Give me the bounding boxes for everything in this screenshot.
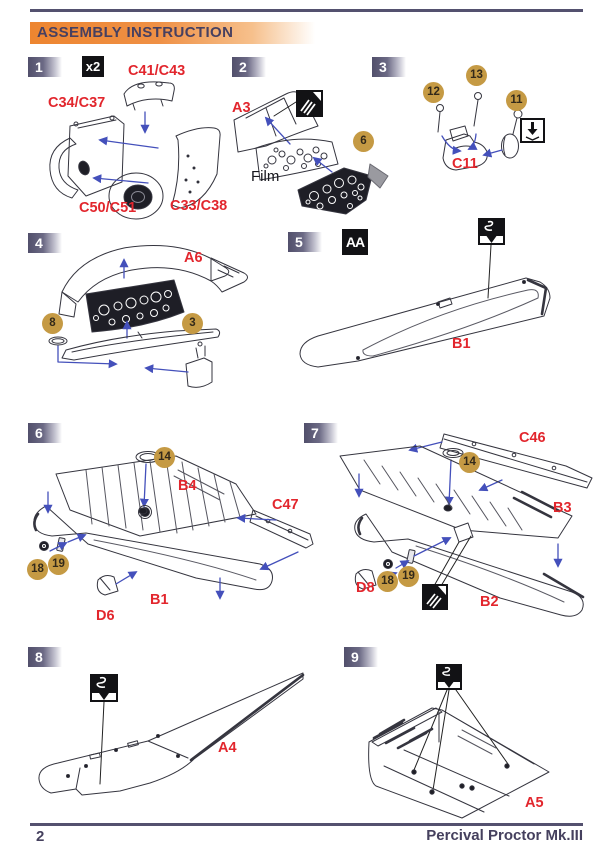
step-8-drawing xyxy=(38,672,305,796)
model-name: Percival Proctor Mk.III xyxy=(426,827,583,844)
part-c34-bulkhead xyxy=(49,115,125,199)
part-label-c34-c37: C34/C37 xyxy=(48,95,106,111)
part-label-a5: A5 xyxy=(525,795,544,811)
part-label-b1-step6: B1 xyxy=(150,592,169,608)
callout-11: 11 xyxy=(506,90,527,111)
step-7-badge: 7 xyxy=(304,423,338,443)
page-title: ASSEMBLY INSTRUCTION xyxy=(30,22,315,44)
page-number: 2 xyxy=(36,828,45,845)
callout-18-step7: 18 xyxy=(377,571,398,592)
part-label-c41-c43: C41/C43 xyxy=(128,63,186,79)
part-label-a4: A4 xyxy=(218,740,237,756)
control-pin-13 xyxy=(473,92,482,127)
step-2-badge: 2 xyxy=(232,57,266,77)
variant-marker-icon: AA xyxy=(342,229,368,255)
part-b1-wing-half xyxy=(299,277,551,368)
step-4-badge: 4 xyxy=(28,233,62,253)
bottom-rule xyxy=(30,823,583,826)
step-3-badge: 3 xyxy=(372,57,406,77)
part-label-a6: A6 xyxy=(184,250,203,266)
part-label-c46: C46 xyxy=(519,430,546,446)
part-b4-upper-wing xyxy=(55,455,257,537)
part-label-d6: D6 xyxy=(96,608,115,624)
step-1-drawing xyxy=(49,81,221,220)
part-c41-bracket xyxy=(123,81,175,111)
step-1-quantity: x2 xyxy=(82,56,104,77)
callout-12: 12 xyxy=(423,82,444,103)
part-label-b2: B2 xyxy=(480,594,499,610)
grommet-18 xyxy=(39,541,49,551)
step-2-drawing xyxy=(233,91,389,215)
part-b1-lower-wing xyxy=(33,505,273,591)
part-label-a3: A3 xyxy=(232,100,251,116)
fold-direction-arrow xyxy=(367,163,389,189)
step-4-drawing xyxy=(48,245,248,388)
step-5-drawing xyxy=(299,244,551,368)
callout-14-step6: 14 xyxy=(154,447,175,468)
part-label-b4: B4 xyxy=(178,478,197,494)
part-label-d8: D8 xyxy=(356,580,375,596)
part-c46-aileron xyxy=(439,433,593,489)
step-9-badge: 9 xyxy=(344,647,378,667)
part-b2-lower-wing xyxy=(354,513,585,617)
callout-19-step6: 19 xyxy=(48,554,69,575)
photo-etch-panel xyxy=(297,167,373,215)
grommet-18 xyxy=(383,559,393,569)
part-c50-cowl xyxy=(108,172,164,220)
step-1-badge: 1 xyxy=(28,57,62,77)
part-c33-panel xyxy=(171,127,221,209)
step-6-badge: 6 xyxy=(28,423,62,443)
putty-icon-step9 xyxy=(436,664,462,690)
callout-13: 13 xyxy=(466,65,487,86)
part-d8-wingtip xyxy=(354,569,377,590)
part-label-b3: B3 xyxy=(553,500,572,516)
glareshield xyxy=(61,328,221,361)
step-9-drawing xyxy=(368,689,550,819)
part-label-c33-c38: C33/C38 xyxy=(170,198,228,214)
photo-etch-icon xyxy=(296,90,323,117)
instrument-panel xyxy=(85,279,185,333)
part-label-c11: C11 xyxy=(452,156,478,172)
part-8-oval xyxy=(48,336,68,346)
part-label-c50-c51: C50/C51 xyxy=(79,200,137,216)
step-8-badge: 8 xyxy=(28,647,62,667)
step-3-drawing xyxy=(436,92,523,171)
callout-8: 8 xyxy=(42,313,63,334)
callout-18-step6: 18 xyxy=(27,559,48,580)
callout-6: 6 xyxy=(353,131,374,152)
control-pin-12 xyxy=(436,104,444,133)
callout-19-step7: 19 xyxy=(398,566,419,587)
callout-3: 3 xyxy=(182,313,203,334)
part-a5-center-section xyxy=(368,707,550,819)
press-fit-icon xyxy=(520,118,545,143)
part-label-c47: C47 xyxy=(272,497,299,513)
film-label: Film xyxy=(251,168,280,185)
part-a4-wing-panel xyxy=(38,672,305,796)
control-lever-11 xyxy=(501,109,523,159)
step-6-drawing xyxy=(33,451,314,600)
part-3-bracket xyxy=(185,341,213,388)
photo-etch-icon-step7 xyxy=(422,584,448,610)
top-rule xyxy=(30,9,583,12)
step-7-drawing xyxy=(339,433,593,617)
putty-icon-step5 xyxy=(478,218,505,245)
step-5-badge: 5 xyxy=(288,232,322,252)
callout-14-step7: 14 xyxy=(459,452,480,473)
part-label-b1-step5: B1 xyxy=(452,336,471,352)
part-b3-upper-wing xyxy=(339,445,573,543)
putty-icon-step8 xyxy=(90,674,118,702)
part-d6-wingtip xyxy=(96,575,119,596)
